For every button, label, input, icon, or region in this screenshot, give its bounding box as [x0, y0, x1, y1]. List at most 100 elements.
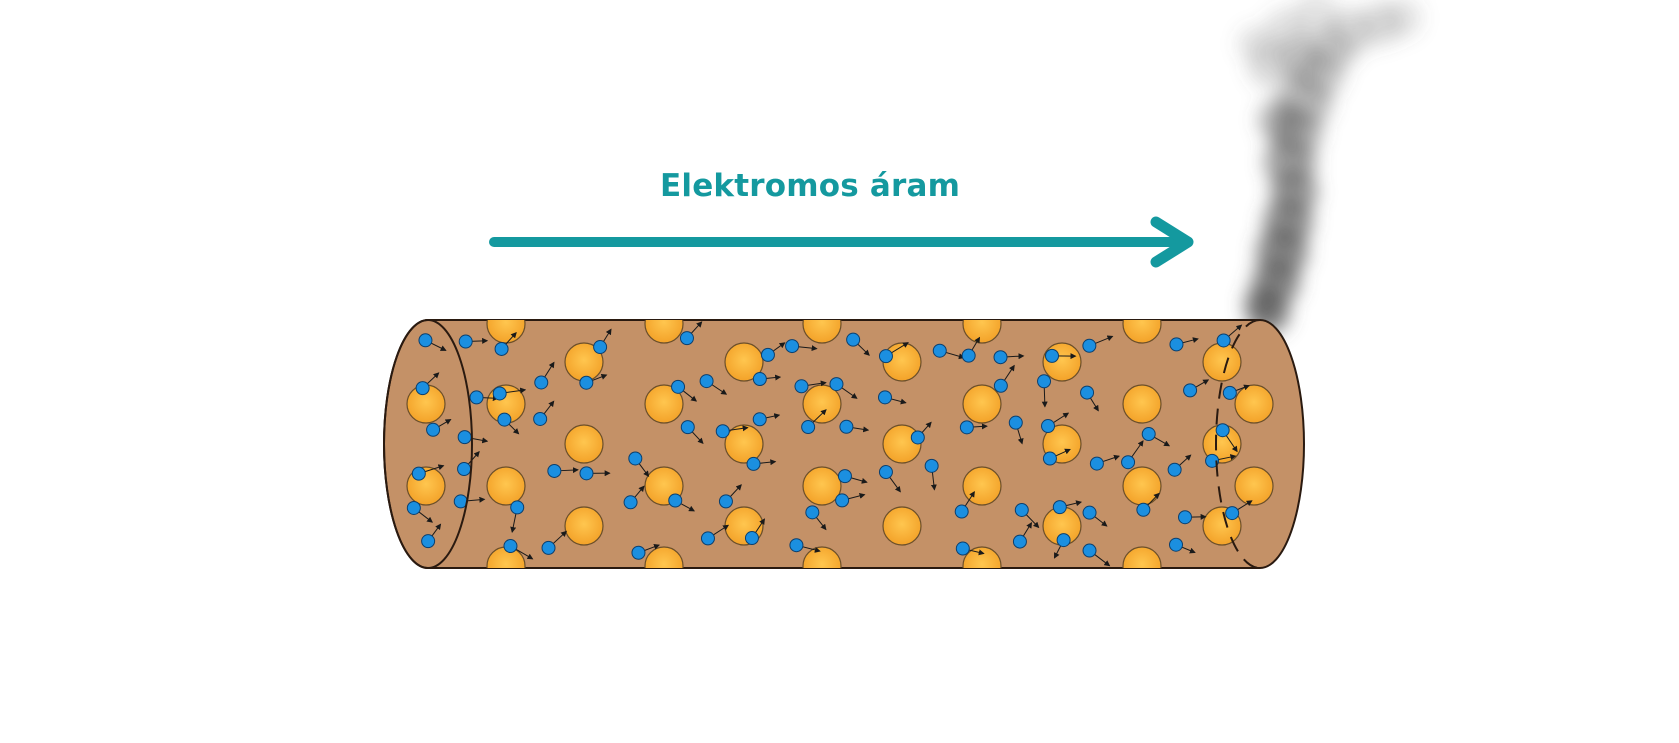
electron-icon [541, 530, 568, 555]
positive-ion [724, 342, 764, 382]
electron-icon [789, 538, 821, 553]
positive-ion [1122, 466, 1162, 506]
electron-icon [1121, 440, 1144, 470]
electron-icon [1225, 500, 1253, 521]
electron-icon [1089, 454, 1120, 471]
electron-icon [993, 350, 1025, 365]
electron-icon [579, 374, 608, 390]
electron-icon [668, 493, 695, 512]
electron-icon [1014, 502, 1040, 529]
electron-icon [1215, 423, 1238, 453]
electron-icon [1141, 427, 1171, 447]
electron-icon [752, 412, 781, 427]
positive-ion [565, 569, 603, 607]
electron-icon [494, 331, 517, 356]
electron-icon [805, 505, 827, 531]
electron-icon [760, 342, 786, 362]
electron-icon [533, 400, 555, 426]
positive-ion [1203, 569, 1241, 607]
electron-icon [534, 361, 555, 390]
electron-icon [1136, 492, 1160, 517]
electron-icon [1216, 324, 1243, 348]
positive-ion [725, 569, 763, 607]
electron-icon [1080, 385, 1099, 412]
electron-icon [628, 451, 650, 477]
electron-icon [510, 500, 525, 533]
electron-icon [623, 485, 645, 510]
electron-icon [846, 332, 870, 356]
positive-ion [1043, 281, 1081, 319]
positive-ion [802, 466, 842, 506]
positive-ion [1122, 546, 1162, 568]
positive-ion [564, 424, 604, 464]
electron-icon [801, 409, 827, 435]
electron-icon [993, 364, 1015, 393]
electron-icon [679, 321, 703, 346]
positive-ion [882, 506, 922, 546]
electron-icon [752, 372, 782, 387]
current-arrow [489, 216, 1194, 268]
positive-ion [1202, 342, 1242, 382]
positive-ion [1122, 384, 1162, 424]
electron-icon [715, 424, 749, 439]
electron-icon [1082, 543, 1111, 567]
smoke-icon [1238, 0, 1422, 334]
electron-icon [961, 336, 981, 363]
positive-ion [962, 546, 1002, 568]
electron-icon [878, 342, 909, 364]
electron-icon [835, 492, 866, 508]
electron-icon [746, 456, 777, 471]
electron-icon [955, 541, 985, 556]
positive-ion [882, 424, 922, 464]
electron-icon [547, 463, 579, 478]
electron-icon [1205, 453, 1237, 468]
electron-icon [837, 469, 868, 484]
electron-icon [910, 421, 932, 445]
positive-ion [565, 281, 603, 319]
electron-icon [680, 420, 704, 445]
positive-ion [802, 320, 842, 344]
electron-icon [411, 464, 445, 481]
electron-icon [1037, 374, 1052, 408]
positive-ion [724, 424, 764, 464]
electron-icon [406, 500, 434, 523]
electron-icon [1222, 384, 1250, 400]
positive-ion [725, 281, 763, 319]
electron-icon [469, 390, 499, 405]
positive-ion [962, 466, 1002, 506]
positive-ion [1203, 281, 1241, 319]
electron-icon [785, 339, 818, 354]
electron-icon [631, 543, 660, 560]
electron-icon [492, 386, 527, 401]
electron-icon [700, 524, 730, 546]
wire-hidden-edge [1215, 319, 1261, 569]
positive-ion [486, 466, 526, 506]
wire [383, 281, 1305, 607]
electron-icon [932, 343, 965, 360]
electron-icon [954, 491, 975, 519]
positive-ion [1234, 384, 1274, 424]
electron-icon [829, 377, 858, 399]
electron-icon [421, 523, 442, 549]
electron-icon [1054, 533, 1071, 559]
electron-icon [415, 372, 440, 396]
positive-ion [883, 281, 921, 319]
positive-ion [962, 320, 1002, 344]
electron-icon [878, 465, 901, 493]
electron-icon [1183, 379, 1210, 398]
positive-ion [486, 320, 526, 344]
positive-ion [644, 384, 684, 424]
wire-left-end [383, 319, 473, 569]
positive-ion [1122, 320, 1162, 344]
electron-icon [744, 518, 765, 546]
electron-icon [1082, 505, 1108, 527]
electron-icon [1008, 415, 1024, 445]
electron-icon [497, 412, 520, 435]
electron-icon [426, 419, 452, 437]
electron-icon [418, 333, 447, 351]
current-label: Elektromos áram [660, 168, 961, 204]
positive-ion [962, 384, 1002, 424]
electron-icon [1045, 348, 1077, 363]
